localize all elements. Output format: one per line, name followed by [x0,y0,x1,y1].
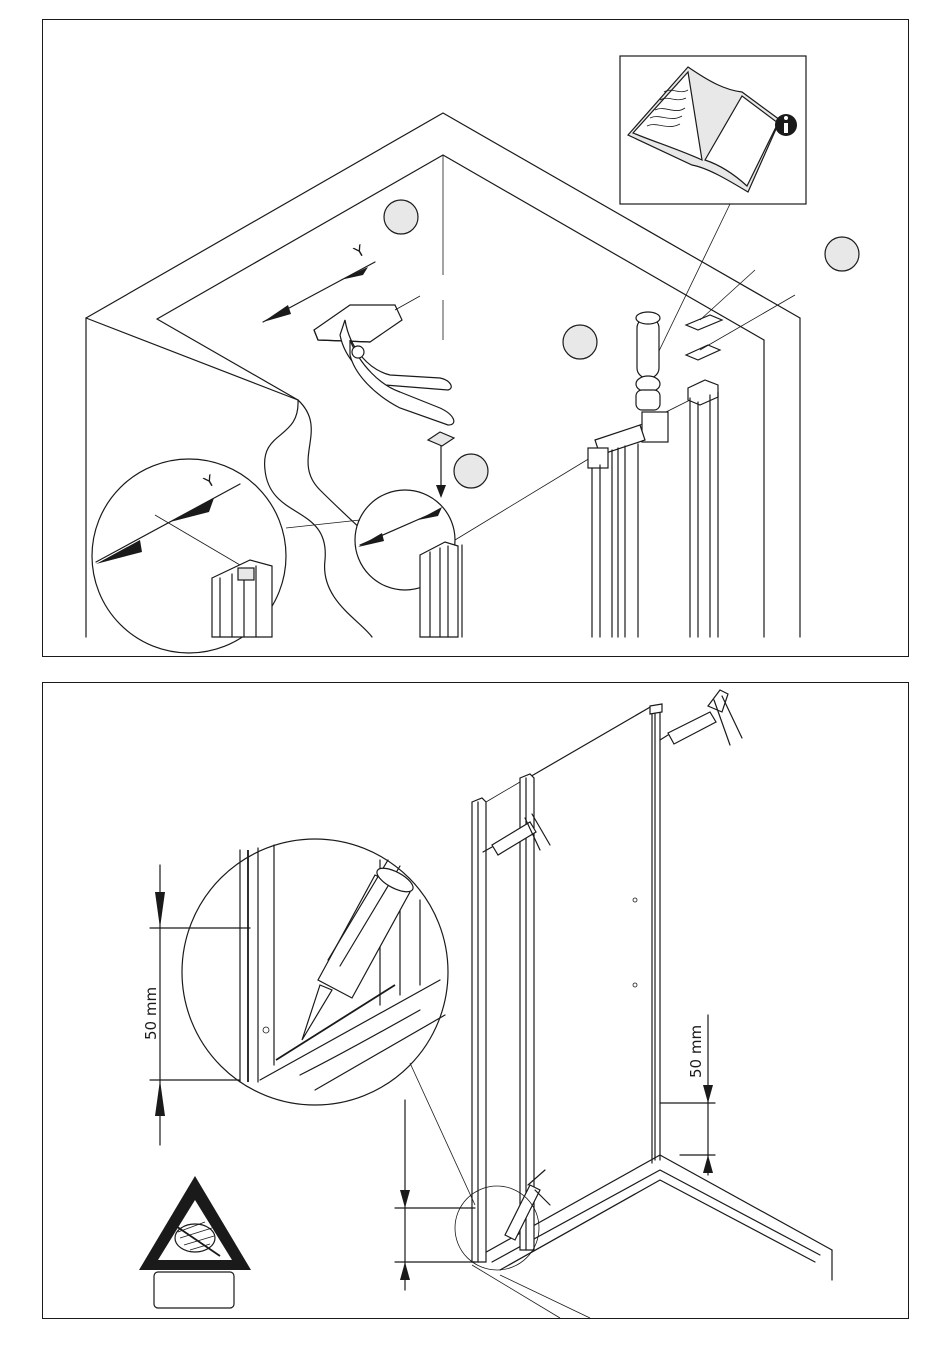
dimension-label-left: 50 mm [142,987,160,1040]
wall-cap-arrow [428,432,454,498]
glass-panel [528,704,662,1163]
step-circle-2 [563,325,597,359]
dimension-bottom-drawing [395,1100,539,1290]
step-circle-4 [454,454,488,488]
detail-circle-large: Y [92,459,360,653]
dimension-label-right: 50 mm [687,1025,705,1078]
cutting-pliers [314,296,454,425]
dimension-right: 50 mm [660,1015,715,1175]
detail-circle-small [355,490,462,637]
dimension-label-y-upper: Y [350,241,369,262]
silicone-gun-middle [483,814,550,855]
step-circle-1 [384,200,418,234]
end-caps [686,270,795,360]
detail-circle-bottom [182,839,475,1205]
warning-no-shower-icon [139,1176,251,1308]
step-circle-3 [825,237,859,271]
hinge-arm [588,312,668,468]
info-icon [775,114,797,136]
silicone-gun-top-right [660,690,742,745]
